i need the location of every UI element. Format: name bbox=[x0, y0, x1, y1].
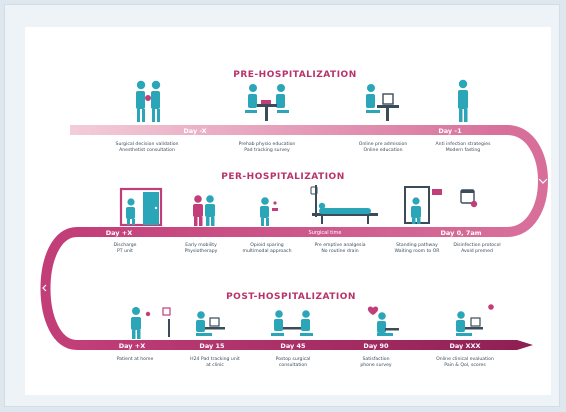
pre-step-2-line2: Pad tracking survey bbox=[244, 147, 290, 153]
pre-step-3-line2: Online education bbox=[363, 147, 402, 153]
pre-step-3-line1: Online pre admission bbox=[359, 141, 408, 147]
post-step-1-line1: Patient at home bbox=[117, 356, 154, 362]
post-step-3-line2: consultation bbox=[279, 362, 307, 368]
post-title: POST-HOSPITALIZATION bbox=[226, 292, 356, 302]
per-step-1-line1: Discharge bbox=[113, 242, 136, 248]
per-step-6-line1: Disinfection protocol bbox=[453, 242, 500, 248]
surgical-consultation-icon bbox=[271, 310, 313, 336]
per-step-3-line1: Opioid sparing bbox=[250, 242, 283, 248]
post-step-3-line1: Postop surgical bbox=[276, 356, 311, 362]
post-day-5: Day XXX bbox=[449, 342, 480, 350]
patient-pathway-infographic: PRE-HOSPITALIZATION Day -X Day -1 bbox=[25, 27, 551, 395]
per-step-5-line1: Standing pathway bbox=[396, 242, 438, 248]
pre-day-end: Day -1 bbox=[438, 127, 462, 135]
pre-title: PRE-HOSPITALIZATION bbox=[233, 70, 356, 80]
per-step-5-line2: Waiting room to OR bbox=[395, 248, 441, 254]
curve-left bbox=[40, 227, 78, 350]
per-step-6-line2: Avoid premed bbox=[461, 248, 493, 254]
two-people-handshake-icon bbox=[136, 80, 161, 122]
curve-right bbox=[506, 125, 548, 237]
patient-at-home-icon bbox=[131, 307, 151, 339]
per-mid-label: Surgical time bbox=[309, 230, 342, 236]
post-step-4-line1: Satisfaction bbox=[363, 356, 390, 362]
post-step-4-line2: phone survey bbox=[360, 362, 392, 368]
per-timeline-band bbox=[77, 227, 507, 237]
post-step-2-line1: H24 Pad tracking unit bbox=[190, 356, 240, 362]
discharge-door-icon bbox=[119, 187, 163, 227]
per-step-2-line2: Physiotherapy bbox=[185, 248, 218, 254]
post-day-1: Day +X bbox=[119, 342, 146, 350]
curve-right-chevron bbox=[538, 178, 548, 184]
pre-step-1-line1: Surgical decision validation bbox=[116, 141, 179, 147]
pre-day-start: Day -X bbox=[183, 127, 206, 135]
per-step-4-line1: Pre emptive analgesia bbox=[314, 242, 365, 248]
online-evaluation-icon bbox=[456, 304, 494, 336]
post-step-5-line1: Online clinical evaluation bbox=[436, 356, 494, 362]
per-step-1-line2: PT unit bbox=[117, 248, 133, 254]
calendar-disinfection-icon bbox=[460, 189, 478, 208]
pre-step-1-line2: Anesthetist consultation bbox=[119, 147, 175, 153]
online-pre-admission-icon bbox=[366, 84, 399, 121]
per-step-3-line2: multimodal approach bbox=[243, 248, 292, 254]
per-step-4-line2: No routine drain bbox=[321, 248, 358, 254]
per-step-2-line1: Early mobility bbox=[185, 242, 217, 248]
surgery-bed-icon bbox=[310, 185, 378, 224]
standing-pathway-icon bbox=[404, 186, 442, 224]
pre-step-4-line1: Anti infection strategies bbox=[436, 141, 492, 147]
pathway-diagram: PRE-HOSPITALIZATION Day -X Day -1 bbox=[40, 70, 548, 368]
pain-management-icon bbox=[260, 197, 278, 226]
per-day-start: Day +X bbox=[106, 229, 133, 237]
post-step-5-line2: Pain & Qol, scores bbox=[444, 362, 486, 368]
post-timeline-band bbox=[77, 340, 533, 350]
prehab-education-icon bbox=[245, 84, 289, 121]
pre-step-4-line2: Modern fasting bbox=[446, 147, 481, 153]
per-title: PER-HOSPITALIZATION bbox=[221, 172, 344, 182]
post-day-4: Day 90 bbox=[363, 342, 389, 350]
early-mobility-icon bbox=[193, 195, 215, 226]
post-step-2-line2: at clinic bbox=[206, 362, 224, 368]
screenshot-frame: PRE-HOSPITALIZATION Day -X Day -1 bbox=[4, 4, 560, 407]
patient-standing-icon bbox=[458, 79, 468, 122]
post-day-3: Day 45 bbox=[280, 342, 306, 350]
pre-step-2-line1: Prehab physio education bbox=[239, 141, 296, 147]
per-day-end: Day 0, 7am bbox=[440, 229, 481, 237]
post-day-2: Day 15 bbox=[199, 342, 225, 350]
pad-tracking-icon bbox=[162, 307, 225, 337]
satisfaction-survey-icon bbox=[367, 306, 399, 336]
pre-timeline-band bbox=[70, 125, 507, 135]
curve-left-chevron bbox=[42, 284, 47, 292]
